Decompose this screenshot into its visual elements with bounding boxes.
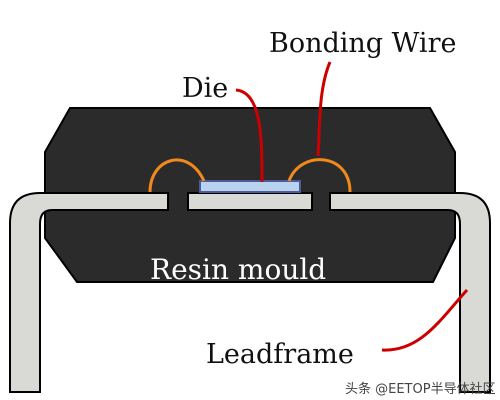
die-label: Die <box>182 73 228 104</box>
die-pointer-line <box>235 88 264 183</box>
leadframe-left-lead <box>9 192 169 393</box>
watermark-text: 头条 @EETOP半导体社区 <box>345 381 496 397</box>
bonding-wire-label: Bonding Wire <box>269 28 456 59</box>
leadframe-pointer-line <box>381 288 469 352</box>
bonding-wire-pointer-line <box>316 61 332 157</box>
leadframe-label: Leadframe <box>206 339 354 370</box>
resin-mould-label: Resin mould <box>150 253 326 286</box>
bonding-wire-right <box>287 158 352 193</box>
bonding-wire-left <box>148 158 206 193</box>
leadframe-die-paddle <box>187 192 313 211</box>
leadframe-right-lead <box>329 192 491 393</box>
die-chip <box>199 180 301 193</box>
